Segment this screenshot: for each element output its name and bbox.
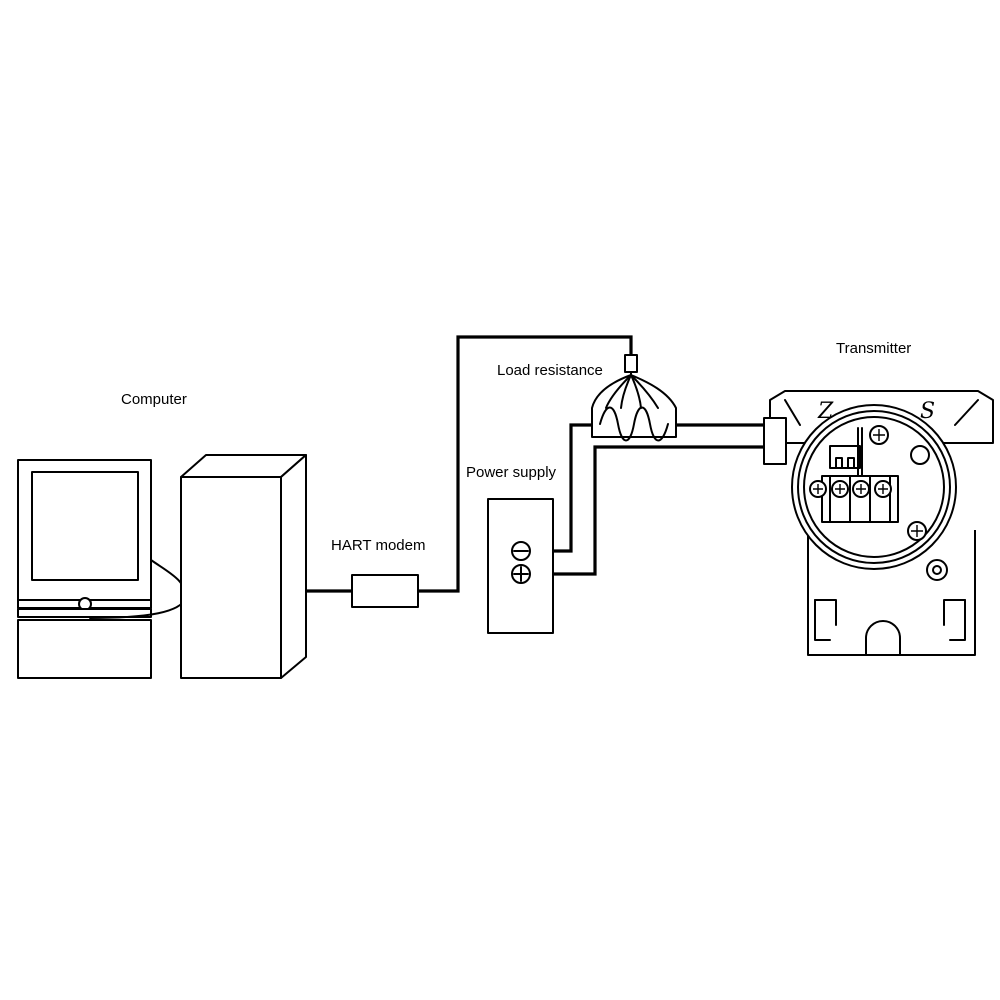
transmitter-icon: Z S [763,390,994,656]
screw-icon [809,480,827,498]
screw-icon [831,480,849,498]
minus-terminal-icon [511,541,531,561]
computer-tower-icon [180,454,307,679]
transmitter-cutout [865,620,901,656]
computer-base [17,619,152,679]
wire-modem-load [418,335,633,593]
transmitter-marking-s: S [920,399,935,424]
power-supply-icon [487,498,554,634]
load-resistance-icon [591,354,677,442]
transmitter-label: Transmitter [836,340,912,357]
computer-icon [17,454,307,679]
wire-power-plus [536,445,770,576]
keyboard-icon [17,608,152,618]
hart-modem-icon [351,574,419,608]
power-supply-label: Power supply [466,464,557,481]
monitor-icon [17,459,152,611]
screw-icon [869,425,889,445]
plus-terminal-icon [511,564,531,584]
screw-icon [874,480,892,498]
load-resistance-label: Load resistance [497,362,603,379]
transmitter-conduit [763,417,787,465]
screw-icon [907,521,927,541]
hart-modem-label: HART modem [331,537,426,554]
computer-label: Computer [121,391,187,408]
screw-icon [852,480,870,498]
transmitter-marking-z: Z [817,399,834,424]
